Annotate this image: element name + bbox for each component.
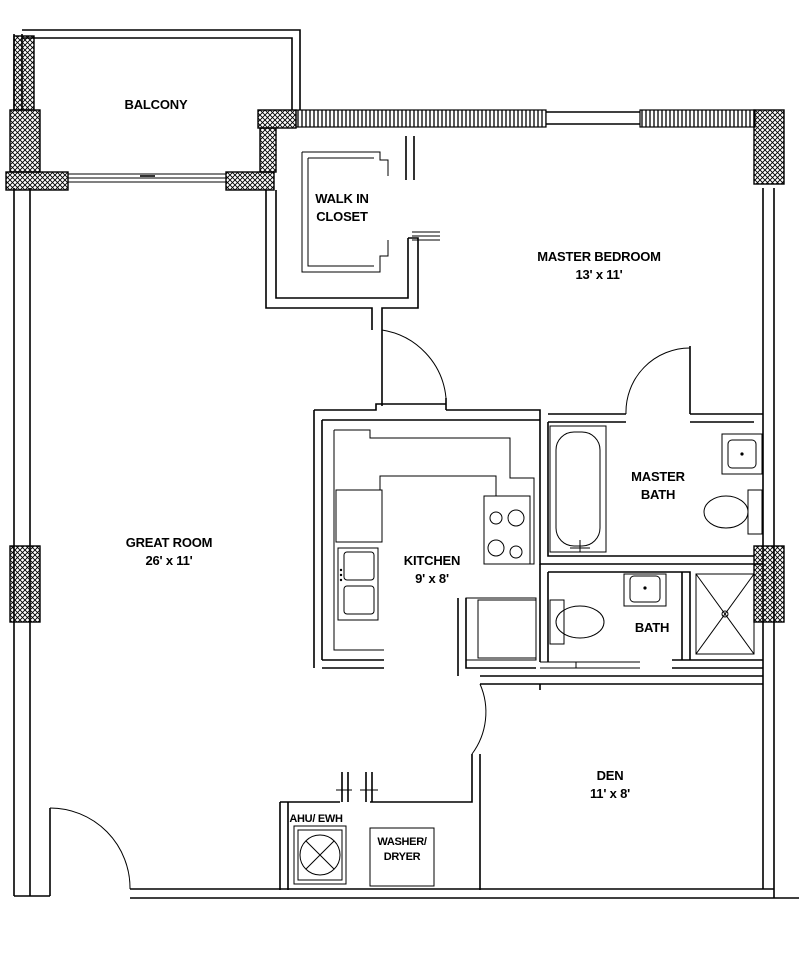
- walk-in-closet-label-1: WALK IN: [315, 191, 368, 206]
- columns: [5, 35, 785, 623]
- kitchen-walls: [313, 403, 541, 676]
- master-bedroom-size: 13' x 11': [575, 267, 622, 282]
- washer-dryer-label-1: WASHER/: [377, 836, 426, 848]
- kitchen-label: KITCHEN: [404, 553, 460, 568]
- entry-door: [49, 807, 131, 896]
- great-room-label: GREAT ROOM: [126, 535, 213, 550]
- balcony-label: BALCONY: [125, 97, 188, 112]
- kitchen-size: 9' x 8': [415, 571, 449, 586]
- master-bedroom-label: MASTER BEDROOM: [537, 249, 661, 264]
- master-bath-label-1: MASTER: [631, 469, 686, 484]
- den-walls: [440, 675, 763, 890]
- den-size: 11' x 8': [590, 786, 630, 801]
- utility-walls: [279, 772, 440, 890]
- great-room-size: 26' x 11': [145, 553, 192, 568]
- ahu-ewh-label: AHU/ EWH: [289, 813, 343, 825]
- bath-walls: [539, 564, 763, 669]
- bedroom-door: [381, 329, 447, 410]
- master-bath-walls: [539, 346, 763, 565]
- walk-in-closet-label-2: CLOSET: [316, 209, 368, 224]
- den-label: DEN: [597, 768, 624, 783]
- walk-in-closet-walls: [265, 136, 440, 330]
- washer-dryer-label-2: DRYER: [384, 851, 421, 863]
- master-bath-label-2: BATH: [641, 487, 675, 502]
- exterior-walls: [13, 29, 799, 899]
- bath-label: BATH: [635, 620, 669, 635]
